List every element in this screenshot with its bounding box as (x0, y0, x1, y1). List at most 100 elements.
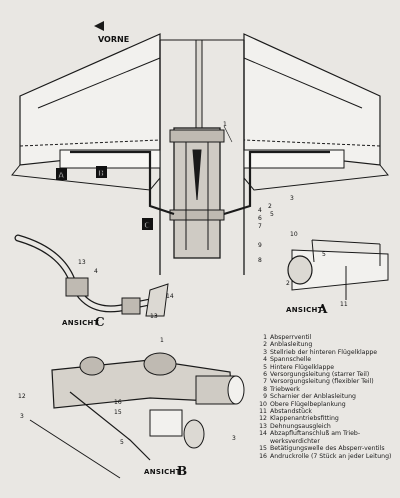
main-view: A B C (11, 21, 389, 275)
callout-b-15: 15 (114, 409, 122, 416)
legend-number: 6 (263, 371, 267, 379)
marker-b: B (96, 166, 107, 179)
legend-number: 4 (263, 356, 267, 364)
marker-a: A (56, 168, 67, 181)
legend-number: 14 (259, 430, 267, 438)
view-a-title: ANSICHT A (286, 302, 328, 316)
view-a-callouts: 10 2 11 5 (286, 231, 348, 308)
view-c-callouts: 13 4 13 14 (78, 259, 174, 320)
blowing-duct-left (70, 150, 175, 216)
callout-c-14: 14 (166, 293, 174, 300)
marker-b-label: B (98, 169, 104, 178)
callout-main-2: 2 (268, 203, 272, 210)
callout-b-12: 12 (18, 393, 26, 400)
legend-number: 15 (259, 445, 267, 453)
callout-a-11: 11 (340, 301, 348, 308)
legend-number: 7 (263, 378, 267, 386)
callout-a-2: 2 (286, 280, 290, 287)
callout-b-16: 16 (114, 399, 122, 406)
legend-text: Abzapfluftanschluß am Trieb-werksverdich… (270, 430, 361, 445)
view-b-drawing (29, 352, 245, 479)
callout-main-7: 7 (258, 223, 262, 230)
view-a-prefix: ANSICHT (286, 306, 323, 314)
callout-b-3a: 3 (20, 413, 24, 420)
callout-c-4: 4 (94, 268, 98, 275)
view-b-letter: B (177, 464, 187, 478)
legend-number: 8 (263, 385, 267, 393)
callout-main-9: 9 (258, 242, 262, 249)
callout-b-1: 1 (160, 337, 164, 344)
blowing-duct-right (223, 150, 330, 216)
legend-text: Stellrieb der hinteren Flügelklappe (270, 348, 378, 356)
view-c-letter: C (95, 315, 105, 329)
legend-text: Obere Flügelbeplankung (270, 400, 346, 408)
main-callouts: 1 2 3 4 5 6 7 8 9 (223, 121, 294, 264)
orientation-label: VORNE (98, 35, 129, 44)
legend-text: Scharnier der Anblasleitung (270, 393, 356, 401)
callout-c-13a: 13 (78, 259, 86, 266)
legend-text: Versorgungsleitung (flexibler Teil) (270, 378, 374, 386)
legend-number: 16 (259, 452, 267, 460)
callout-main-3: 3 (290, 195, 294, 202)
legend-text: Klappenantriebsfitting (270, 415, 339, 423)
callout-main-8: 8 (258, 257, 262, 264)
legend-text: Dehnungsausgleich (270, 422, 331, 430)
marker-c: C (142, 218, 153, 231)
legend-number: 3 (263, 348, 267, 356)
legend-text: Triebwerk (270, 385, 300, 393)
legend-number: 2 (263, 341, 267, 349)
legend-text: Anblasleitung (270, 341, 313, 349)
legend-text: Abstandstück (270, 408, 313, 416)
legend-number: 11 (259, 408, 267, 416)
legend-number: 9 (263, 393, 267, 401)
legend-text: Betätigungswelle des Absperr-ventils (270, 445, 385, 453)
callout-main-5: 5 (270, 211, 274, 218)
view-b-title: ANSICHT B (144, 464, 187, 478)
view-c-title: ANSICHT C (62, 315, 105, 329)
view-c-prefix: ANSICHT (62, 319, 99, 327)
callout-main-6: 6 (258, 215, 262, 222)
legend-number: 13 (259, 422, 267, 430)
callout-c-13b: 13 (150, 313, 158, 320)
view-c-drawing (14, 234, 169, 317)
view-a-drawing (287, 239, 389, 300)
callout-b-3b: 3 (232, 435, 236, 442)
legend-text: Spannschelle (270, 356, 312, 364)
engine (169, 127, 225, 259)
callout-main-1: 1 (223, 121, 227, 128)
marker-c-label: C (144, 221, 150, 230)
callout-a-5: 5 (322, 251, 326, 258)
legend-number: 1 (263, 334, 267, 341)
callout-b-5: 5 (120, 439, 124, 446)
legend-text: Versorgungsleitung (starrer Teil) (270, 371, 370, 379)
legend-number: 5 (263, 363, 267, 371)
legend-number: 12 (259, 415, 267, 423)
forward-arrow-icon (94, 21, 104, 31)
marker-a-label: A (58, 171, 65, 180)
legend-number: 10 (259, 400, 267, 408)
view-b-callouts: 12 3 16 15 3 5 1 (18, 337, 236, 446)
callout-main-4: 4 (258, 207, 262, 214)
view-b-prefix: ANSICHT (144, 468, 181, 476)
view-a-letter: A (317, 302, 328, 316)
legend-text: Andruckrolle (7 Stück an jeder Leitung) (270, 452, 392, 460)
legend-text: Hintere Flügelklappe (270, 363, 335, 371)
